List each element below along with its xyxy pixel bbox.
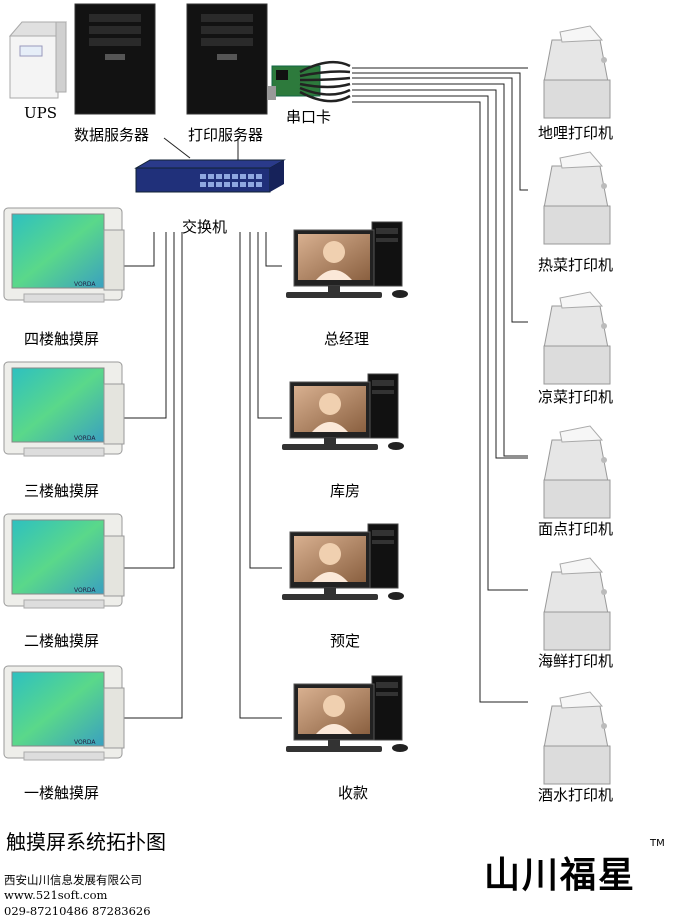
- wires: [124, 67, 528, 719]
- printer-pastry-label: 面点打印机: [538, 520, 614, 538]
- logo-text: 山川福星: [484, 855, 637, 896]
- pc-cashier: [285, 675, 409, 753]
- touch3-label: 三楼触摸屏: [24, 482, 100, 500]
- printer-wine-label: 酒水打印机: [538, 786, 614, 804]
- printer-hot-label: 热菜打印机: [538, 256, 614, 274]
- ups-label: UPS: [24, 104, 58, 122]
- touch2-label: 二楼触摸屏: [24, 632, 100, 650]
- printer-dili-label: 地哩打印机: [538, 124, 614, 142]
- printer-seafood: [543, 557, 611, 651]
- switch-label: 交换机: [182, 218, 228, 236]
- data-server-tower: [74, 3, 156, 115]
- touch-screen-1: [3, 665, 125, 761]
- pc-booking-label: 预定: [330, 632, 361, 650]
- phone-number: 029-87210486 87283626: [4, 904, 151, 918]
- touch1-label: 一楼触摸屏: [24, 784, 100, 802]
- printer-hot: [543, 151, 611, 245]
- pc-booking: [281, 523, 405, 601]
- printer-pastry: [543, 425, 611, 519]
- touch4-label: 四楼触摸屏: [24, 330, 100, 348]
- network-switch: [134, 159, 286, 193]
- print-server-label: 打印服务器: [188, 126, 264, 144]
- print-server-tower: [186, 3, 268, 115]
- printer-wine: [543, 691, 611, 785]
- pc-warehouse: [281, 373, 405, 451]
- pc-manager: [285, 221, 409, 299]
- ups-device: [8, 21, 67, 99]
- touch-screen-4: [3, 207, 125, 303]
- printer-cold: [543, 291, 611, 385]
- trademark-mark: TM: [650, 838, 665, 849]
- touch-screen-2: [3, 513, 125, 609]
- serial-card-device: [268, 60, 351, 103]
- website-link[interactable]: www.521soft.com: [4, 888, 108, 902]
- diagram-title: 触摸屏系统拓扑图: [6, 830, 166, 854]
- pc-warehouse-label: 库房: [330, 482, 361, 500]
- touch-screen-3: [3, 361, 125, 457]
- printer-seafood-label: 海鲜打印机: [538, 652, 614, 670]
- brand-logo: 山川福星 TM: [474, 834, 682, 902]
- company-name: 西安山川信息发展有限公司: [4, 873, 142, 887]
- printer-cold-label: 凉菜打印机: [538, 388, 614, 406]
- pc-cashier-label: 收款: [338, 784, 369, 802]
- pc-manager-label: 总经理: [324, 330, 370, 348]
- serial-card-label: 串口卡: [286, 108, 332, 126]
- data-server-label: 数据服务器: [74, 126, 150, 144]
- printer-dili: [543, 25, 611, 119]
